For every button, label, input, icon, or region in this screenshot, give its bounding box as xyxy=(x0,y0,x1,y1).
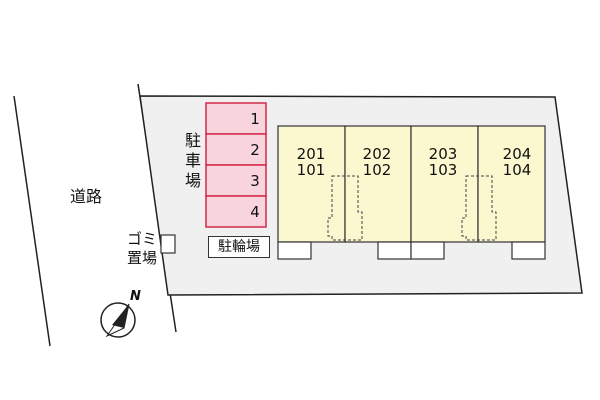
unit-block-1 xyxy=(277,125,346,243)
compass-label: N xyxy=(130,289,141,304)
parking-slot-4 xyxy=(205,195,267,228)
entrance-box-4 xyxy=(511,241,546,260)
parking-slot-number: 4 xyxy=(250,203,260,221)
bicycle-parking-text: 駐輪場 xyxy=(218,239,260,255)
parking-slot-number: 3 xyxy=(250,172,260,190)
stair-outline-right xyxy=(461,175,497,241)
parking-slots xyxy=(205,102,267,228)
stair-outline-left xyxy=(327,175,363,241)
building xyxy=(277,125,546,243)
north-arrow-icon: N xyxy=(100,289,141,338)
parking-slot-1 xyxy=(205,102,267,135)
unit-lower-number: 101 xyxy=(296,161,326,179)
entrance-box-2 xyxy=(377,241,412,260)
bicycle-parking-label: 駐輪場 xyxy=(208,236,270,258)
garbage-label: ゴミ置場 xyxy=(126,230,157,267)
stair-outlines xyxy=(327,175,497,241)
parking-slot-2 xyxy=(205,133,267,166)
entrance-box-3 xyxy=(410,241,445,260)
road-edge-left xyxy=(13,95,51,347)
unit-lower-number: 103 xyxy=(428,161,458,179)
unit-upper-number: 201 xyxy=(296,145,326,163)
garbage-box xyxy=(160,234,176,254)
unit-block-2 xyxy=(344,125,412,243)
unit-upper-number: 203 xyxy=(428,145,458,163)
unit-block-4 xyxy=(477,125,546,243)
unit-block-3 xyxy=(410,125,479,243)
entrance-box-1 xyxy=(277,241,312,260)
entrance-boxes xyxy=(277,241,546,260)
parking-slot-number: 2 xyxy=(250,141,260,159)
unit-upper-number: 202 xyxy=(362,145,392,163)
unit-upper-number: 204 xyxy=(502,145,532,163)
parking-title: 駐車場 xyxy=(184,131,201,190)
parking-slot-number: 1 xyxy=(250,110,260,128)
road-label: 道路 xyxy=(70,187,103,206)
unit-lower-number: 104 xyxy=(502,161,532,179)
unit-lower-number: 102 xyxy=(362,161,392,179)
